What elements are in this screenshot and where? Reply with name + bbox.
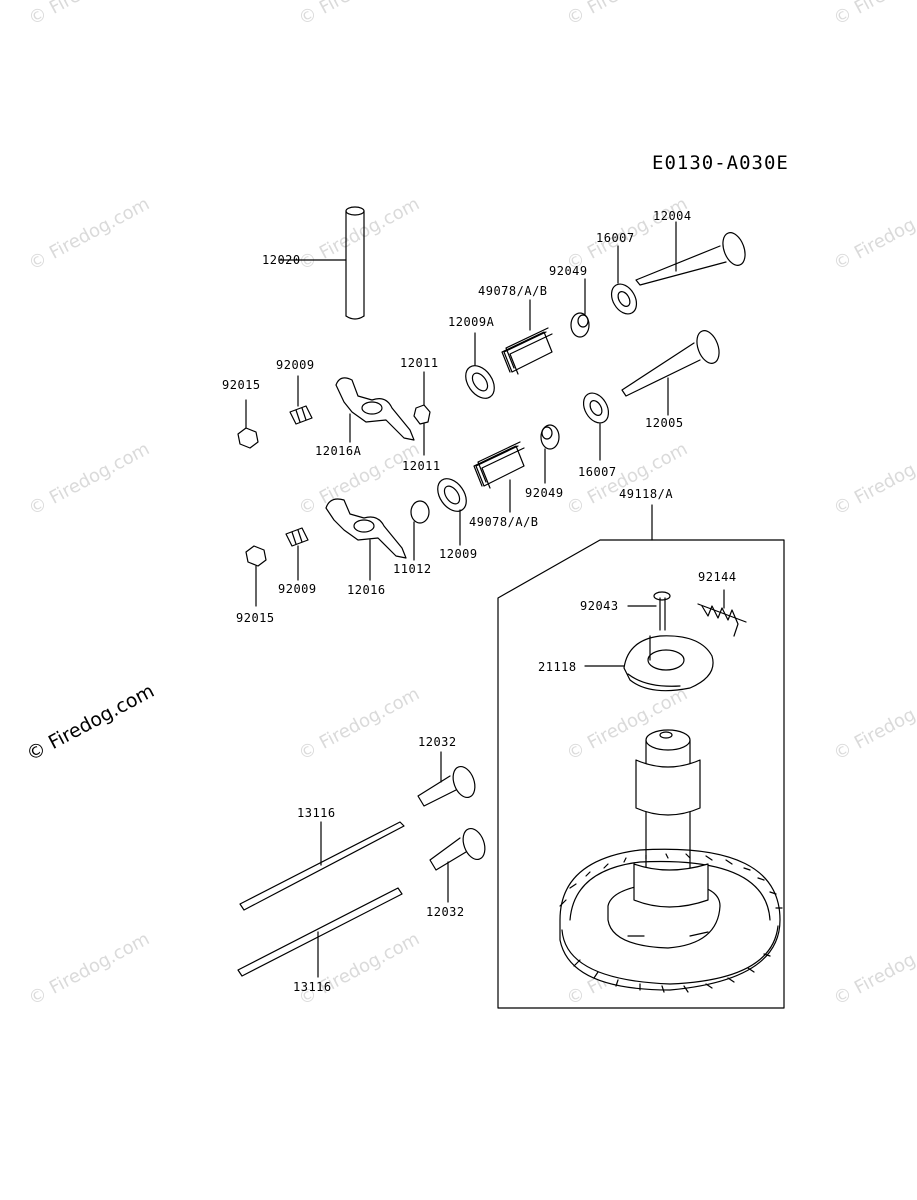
spring-92144 (697, 589, 747, 637)
part-label-49118: 49118/A (619, 487, 674, 501)
part-label-12016a: 12016A (315, 444, 362, 458)
part-label-12011: 12011 (402, 459, 441, 473)
part-label-92015: 92015 (222, 378, 261, 392)
part-label-16007: 16007 (596, 231, 635, 245)
part-label-12009a: 12009A (448, 315, 495, 329)
part-label-92015: 92015 (236, 611, 275, 625)
valve-12004 (635, 221, 746, 286)
part-label-21118: 21118 (538, 660, 577, 674)
part-label-92144: 92144 (698, 570, 737, 584)
part-label-12020: 12020 (262, 253, 301, 267)
part-label-92049: 92049 (525, 486, 564, 500)
washer-16007-top (610, 245, 638, 315)
retainer-92049-bottom (540, 424, 560, 484)
part-label-92043: 92043 (580, 599, 619, 613)
rocker-arm-12016 (325, 498, 407, 581)
plate-21118 (584, 635, 714, 692)
part-label-12032: 12032 (418, 735, 457, 749)
part-label-16007: 16007 (578, 465, 617, 479)
pivot-11012 (410, 500, 430, 561)
part-label-92009: 92009 (278, 582, 317, 596)
spring-49078-bottom (473, 441, 525, 513)
shaft-12020 (279, 206, 365, 320)
retainer-92049-top (570, 278, 590, 338)
part-label-13116: 13116 (297, 806, 336, 820)
washer-12009a (465, 332, 495, 399)
tappet-12032-top (417, 751, 476, 807)
washer-16007-bottom (582, 392, 610, 461)
part-label-92049: 92049 (549, 264, 588, 278)
pin-92043 (627, 591, 671, 631)
washer-12009 (437, 478, 467, 546)
adjuster-92009-bottom (285, 527, 309, 581)
part-label-11012: 11012 (393, 562, 432, 576)
part-label-49078: 49078/A/B (469, 515, 539, 529)
part-label-92009: 92009 (276, 358, 315, 372)
nut-92015-top (237, 399, 259, 449)
adjuster-92009-top (289, 375, 313, 425)
tappet-12032-bottom (429, 827, 486, 903)
part-label-12005: 12005 (645, 416, 684, 430)
part-label-12032: 12032 (426, 905, 465, 919)
camshaft-gear (559, 729, 783, 993)
pushrod-13116-bottom (237, 887, 403, 978)
nut-92015-bottom (245, 545, 267, 607)
pushrod-13116-top (239, 821, 405, 911)
part-label-12009: 12009 (439, 547, 478, 561)
rocker-arm-12016a (335, 377, 415, 443)
diagram-code: E0130-A030E (652, 152, 789, 174)
part-label-13116: 13116 (293, 980, 332, 994)
pivot-12011 (413, 371, 431, 456)
part-label-12011: 12011 (400, 356, 439, 370)
part-label-12016: 12016 (347, 583, 386, 597)
valve-12005 (621, 330, 720, 416)
spring-49078-top (501, 299, 553, 375)
part-label-49078: 49078/A/B (478, 284, 548, 298)
part-label-12004: 12004 (653, 209, 692, 223)
camshaft-assembly-frame (497, 504, 785, 1009)
